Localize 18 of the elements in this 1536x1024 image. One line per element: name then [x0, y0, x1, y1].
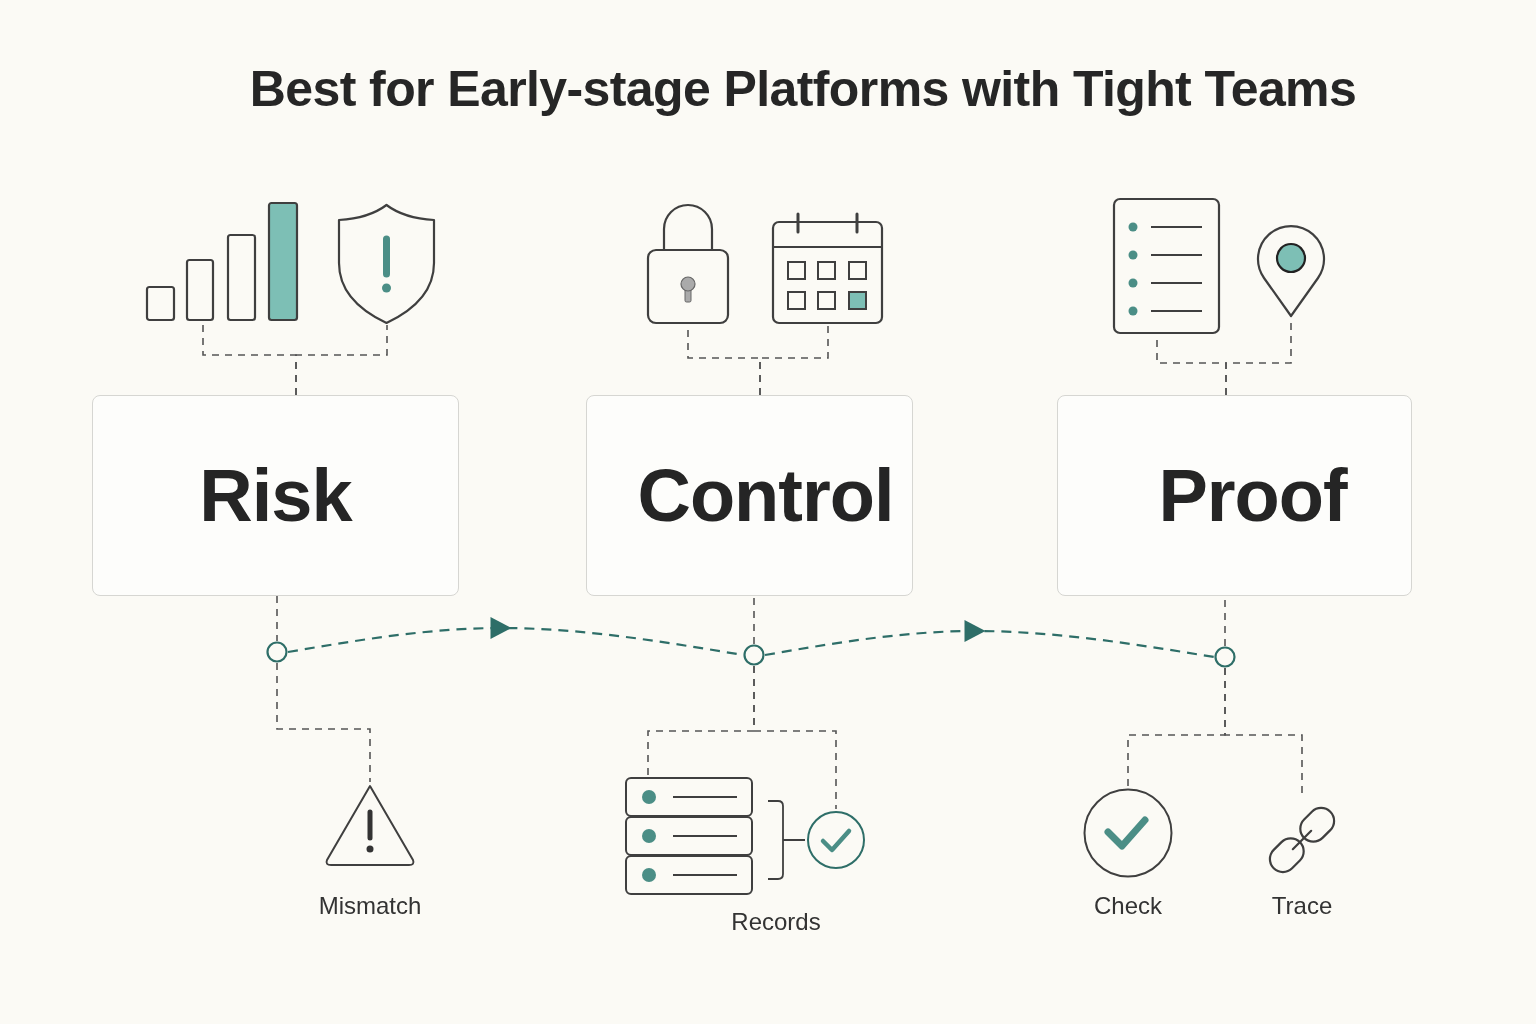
- connector-line: [276, 662, 371, 783]
- box-title: Control: [637, 453, 894, 538]
- connector-line: [276, 595, 278, 642]
- process-box: [92, 395, 459, 596]
- icon-label: Check: [1094, 892, 1162, 920]
- icon-label: Trace: [1271, 892, 1333, 920]
- box-title: Risk: [199, 453, 352, 538]
- connector-line: [295, 324, 388, 396]
- icon-label: Records: [730, 908, 822, 936]
- box-title: Proof: [1158, 453, 1347, 538]
- icon-label: Mismatch: [318, 892, 422, 920]
- title: Best for Early-stage Platforms with Tight Teams: [248, 60, 1358, 118]
- connector-line: [753, 595, 755, 645]
- process-box: [586, 395, 913, 596]
- dashed-arrow: [764, 620, 1215, 659]
- process-box: [1057, 395, 1412, 596]
- connector-line: [753, 665, 837, 810]
- connector-line: [759, 324, 829, 396]
